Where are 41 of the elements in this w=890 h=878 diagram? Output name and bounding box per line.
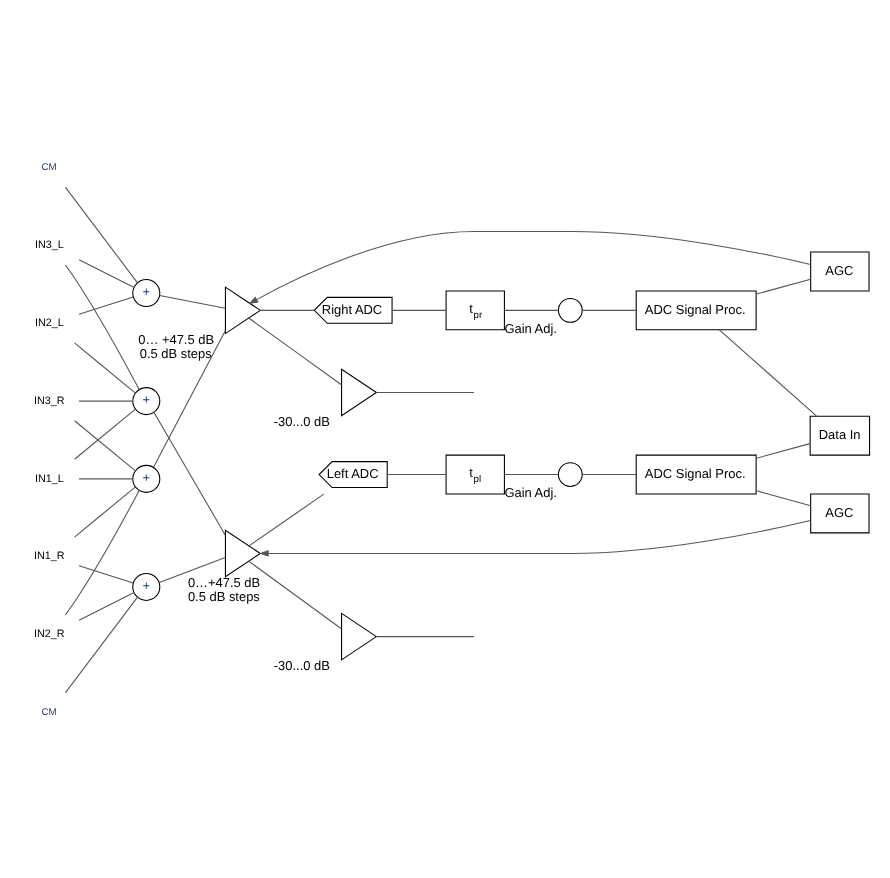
connector [504, 473, 559, 475]
node-circle [557, 296, 583, 322]
connector [78, 564, 134, 583]
connector [755, 442, 811, 458]
connector [74, 341, 136, 393]
node-circle [557, 461, 583, 486]
connector [78, 258, 135, 287]
connector [74, 485, 136, 537]
connector [78, 591, 135, 620]
connector [78, 399, 134, 401]
connector [153, 411, 226, 535]
connector [248, 492, 325, 546]
connector [259, 308, 315, 310]
connector [152, 329, 226, 467]
connector [755, 277, 812, 294]
connector [391, 308, 447, 310]
connector [386, 473, 447, 475]
connector [64, 185, 138, 283]
connector [159, 293, 226, 308]
connector [376, 390, 475, 392]
arrow [258, 518, 811, 556]
connector [581, 473, 637, 475]
node-triangle [224, 528, 262, 577]
connector [248, 559, 342, 629]
connector [158, 555, 226, 582]
connector [376, 635, 475, 637]
connector [64, 263, 140, 390]
node-triangle [341, 367, 378, 416]
connector [755, 489, 812, 506]
connector [248, 316, 342, 385]
connector [718, 328, 817, 416]
connector [581, 308, 637, 310]
connector [504, 308, 559, 310]
connector [64, 595, 138, 693]
connector [78, 477, 134, 479]
node-triangle [341, 611, 378, 660]
connector [74, 407, 136, 459]
connector [64, 488, 140, 615]
connector [74, 419, 136, 471]
connector [78, 295, 134, 314]
arrow [248, 229, 811, 304]
